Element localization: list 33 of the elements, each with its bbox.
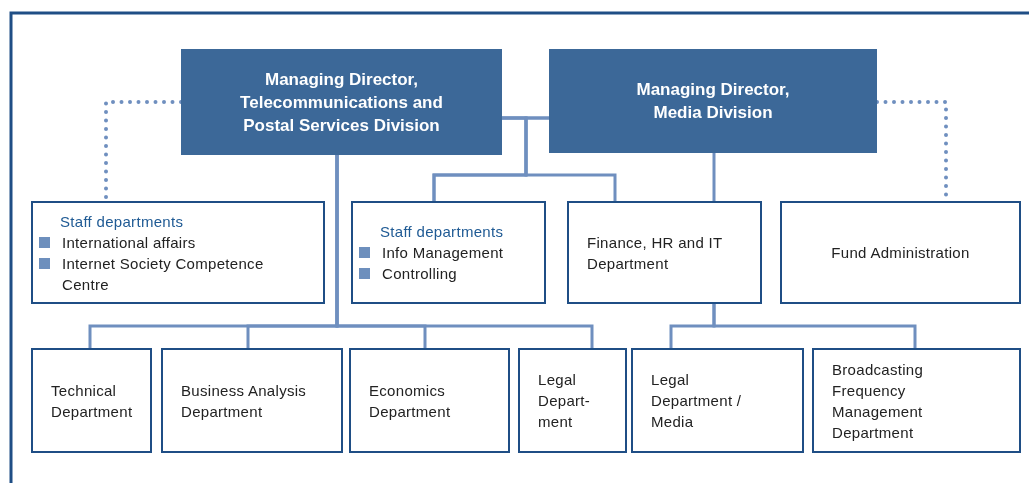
connector-line [712, 153, 716, 201]
department-box [161, 348, 343, 453]
staff-box [351, 201, 546, 304]
list-item: Controlling [382, 264, 457, 284]
list-item: International affairs [62, 232, 196, 253]
section-heading: Staff departments [379, 222, 505, 242]
department-name: Business Analysis Department [181, 380, 308, 422]
department-box [518, 348, 627, 453]
department-name: Fund Administration [831, 243, 970, 263]
department-box [349, 348, 510, 453]
title-text: Managing Director, Telecommunications and Postal Services Division [239, 68, 444, 137]
department-box [780, 201, 1021, 304]
director-box [181, 49, 502, 155]
connector-line [502, 116, 617, 201]
connector-line [335, 155, 594, 348]
connector-line [432, 116, 549, 201]
department-name: Economics Department [369, 380, 452, 422]
department-name: Legal Department / Media [651, 370, 743, 432]
department-name: Legal Depart- ment [538, 370, 592, 432]
department-box [31, 348, 152, 453]
section-heading: Staff departments [59, 211, 185, 232]
list-item: Info Management [382, 243, 504, 263]
connector-line [712, 304, 917, 348]
staff-box [31, 201, 325, 304]
director-box [549, 49, 877, 153]
title-text: Managing Director, Media Division [635, 79, 791, 124]
department-box [631, 348, 804, 453]
department-name: Finance, HR and IT Department [587, 232, 724, 274]
department-name: Technical Department [51, 380, 134, 422]
department-name: Broadcasting Frequency Management Department [832, 359, 925, 443]
department-box [567, 201, 762, 304]
list-item: Internet Society Competence Centre [62, 253, 265, 295]
department-box [812, 348, 1021, 453]
